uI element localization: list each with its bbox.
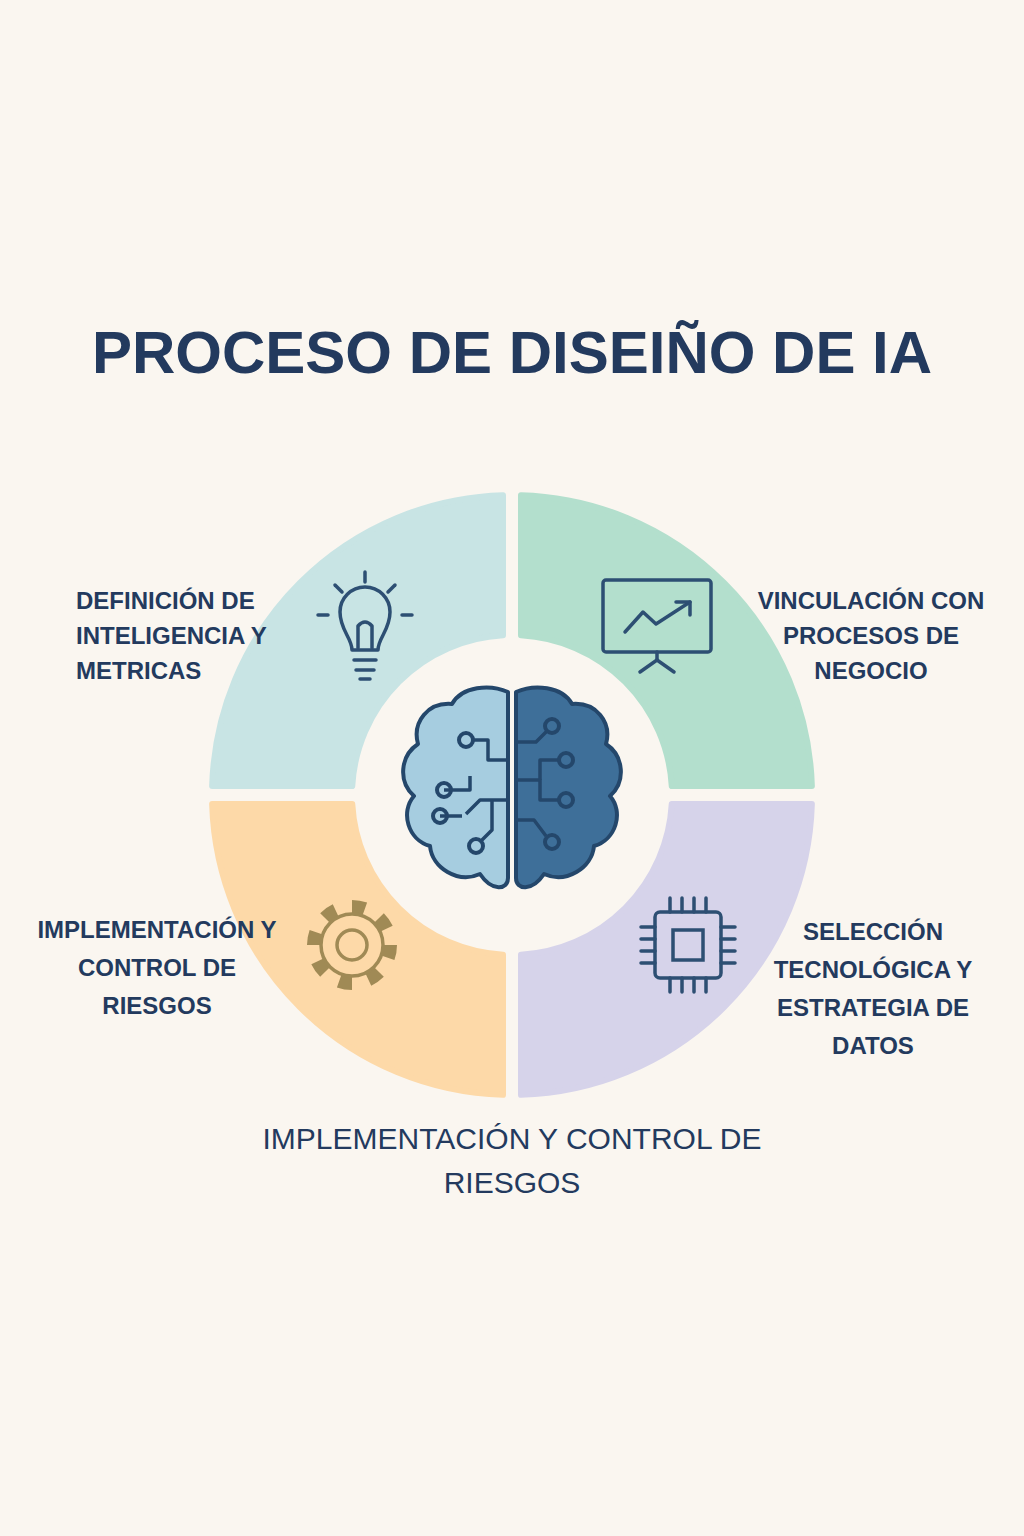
chart-board-icon	[603, 580, 711, 672]
diagram-title: PROCESO DE DISEIÑO DE IA	[62, 312, 962, 394]
gear-icon	[314, 907, 390, 983]
segment-shape	[521, 495, 812, 786]
segment-label: VINCULACIÓN CON PROCESOS DE NEGOCIO	[755, 583, 987, 688]
ring-segment	[512, 491, 816, 795]
lightbulb-icon	[318, 572, 412, 679]
segment-shape	[521, 804, 812, 1095]
ring-segment	[512, 795, 816, 1099]
bottom-label: IMPLEMENTACIÓN Y CONTROL DE RIESGOS	[262, 1117, 762, 1205]
brain-icon	[403, 688, 621, 888]
process-segment: SELECCIÓN TECNOLÓGICA Y ESTRATEGIA DE DA…	[512, 795, 816, 1099]
segment-label: DEFINICIÓN DE INTELIGENCIA Y METRICAS	[76, 583, 294, 688]
process-segment: IMPLEMENTACIÓN Y CONTROL DE RIESGOS	[208, 795, 512, 1099]
chip-icon	[641, 898, 735, 992]
ring-segment	[208, 795, 512, 1099]
segment-label: IMPLEMENTACIÓN Y CONTROL DE RIESGOS	[30, 911, 284, 1025]
process-segment: VINCULACIÓN CON PROCESOS DE NEGOCIO	[512, 491, 816, 795]
process-segment: DEFINICIÓN DE INTELIGENCIA Y METRICAS	[208, 491, 512, 795]
segment-label: SELECCIÓN TECNOLÓGICA Y ESTRATEGIA DE DA…	[766, 913, 980, 1065]
segment-shape	[212, 804, 503, 1095]
